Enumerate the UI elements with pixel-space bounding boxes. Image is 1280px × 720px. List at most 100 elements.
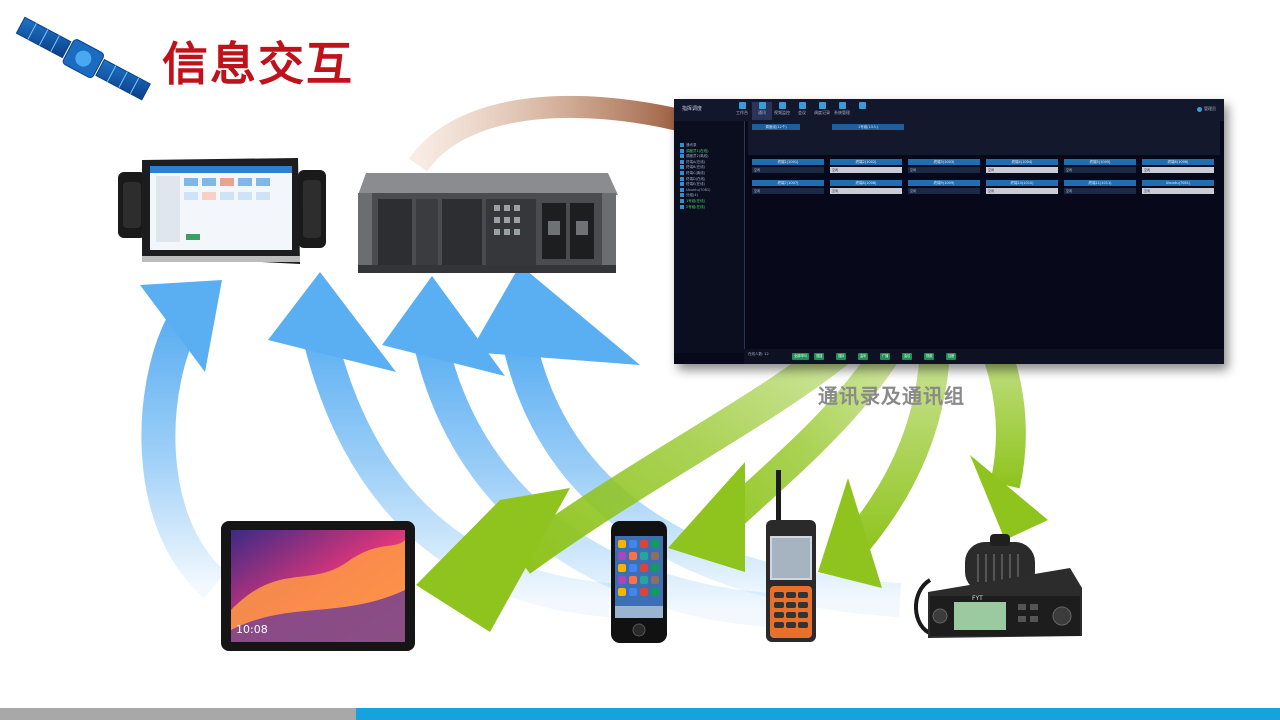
tree-item[interactable]: 通讯录 xyxy=(680,143,697,148)
member-card-title: 终端2(1002) xyxy=(830,159,902,165)
app-icon xyxy=(629,540,637,548)
user-icon xyxy=(759,102,766,109)
action-button[interactable]: 会议 xyxy=(902,353,912,360)
online-count: 在线人数: 12 xyxy=(748,352,769,357)
dispatch-screen: 指挥调度 工作台 通讯 视频监控 会议 调度记录 系统管理 管理员 通讯录调度员… xyxy=(674,99,1224,364)
tab-extra[interactable] xyxy=(852,102,872,120)
handheld-radio xyxy=(762,470,820,644)
action-button[interactable]: 广播 xyxy=(880,353,890,360)
tab-records[interactable]: 调度记录 xyxy=(812,102,832,120)
app-icon xyxy=(629,564,637,572)
app-icon xyxy=(651,588,659,596)
footer-bar-gray xyxy=(0,708,356,720)
group-chip-2[interactable]: 1号组(15人) xyxy=(832,124,904,130)
member-card[interactable]: 终端4(1004)空闲 xyxy=(986,159,1058,174)
app-icon xyxy=(651,576,659,584)
action-button[interactable]: 挂断 xyxy=(946,353,956,360)
action-button[interactable]: 视频 xyxy=(924,353,934,360)
app-icon xyxy=(618,576,626,584)
member-card[interactable]: 终端10(1010) 空闲 xyxy=(986,180,1058,195)
member-card-title: 终端4(1004) xyxy=(986,159,1058,165)
tablet: 10:08 xyxy=(220,520,416,652)
action-button[interactable]: 全部呼叫 xyxy=(792,353,809,360)
link-icon xyxy=(859,102,866,109)
rack-server xyxy=(356,165,618,277)
radio-brand: FYT xyxy=(972,595,983,602)
member-card-status: 空闲 xyxy=(752,188,824,194)
member-card[interactable]: Ubuntu(7081) 空闲 xyxy=(1142,180,1214,195)
footer-bar-blue xyxy=(356,708,1280,720)
doc-icon xyxy=(839,102,846,109)
tree-item[interactable]: 调度员1(在线) xyxy=(680,149,708,154)
member-card[interactable]: 终端7(1007)空闲 xyxy=(752,180,824,195)
app-icon xyxy=(640,552,648,560)
member-card-status: 空闲 xyxy=(752,167,824,173)
member-card-title: 终端9(1009) xyxy=(908,180,980,186)
member-card-title: 终端1(1001) xyxy=(752,159,824,165)
member-card-title: 终端6(1006) xyxy=(1142,159,1214,165)
member-card-status: 空闲 xyxy=(830,188,902,194)
member-card-status: 空闲 xyxy=(830,167,902,173)
tab-comm[interactable]: 通讯 xyxy=(752,102,772,120)
smartphone xyxy=(610,520,668,644)
app-icon xyxy=(651,552,659,560)
member-card-title: 终端11(1011) xyxy=(1064,180,1136,186)
app-icon xyxy=(640,588,648,596)
member-card[interactable]: 终端5(1005) 空闲 xyxy=(1064,159,1136,174)
member-card-status: 空闲 xyxy=(1064,167,1136,173)
app-icon xyxy=(618,540,626,548)
tree-item[interactable]: 2号组(在线) xyxy=(680,205,705,210)
app-icon xyxy=(640,540,648,548)
touchscreen-console xyxy=(116,156,328,266)
tab-workbench[interactable]: 工作台 xyxy=(732,102,752,120)
chat-icon xyxy=(819,102,826,109)
member-card[interactable]: 终端9(1009) 空闲 xyxy=(908,180,980,195)
member-card[interactable]: 终端2(1002) 空闲 xyxy=(830,159,902,174)
app-icon xyxy=(629,552,637,560)
tree-item[interactable]: 分组(4) xyxy=(680,193,698,198)
tree-item[interactable]: 终端B(在线) xyxy=(680,165,705,170)
tree-item[interactable]: 1号组(在线) xyxy=(680,199,705,204)
app-icon xyxy=(651,564,659,572)
member-card-status: 空闲 xyxy=(1064,188,1136,194)
member-card-status: 空闲 xyxy=(986,188,1058,194)
app-icon xyxy=(651,540,659,548)
camera-icon xyxy=(779,102,786,109)
app-icon xyxy=(640,564,648,572)
app-icon xyxy=(640,576,648,584)
tree-item[interactable]: 终端C(离线) xyxy=(680,171,705,176)
action-button[interactable]: 强插 xyxy=(814,353,824,360)
meeting-icon xyxy=(799,102,806,109)
tree-item[interactable]: 调度员2(离线) xyxy=(680,154,708,159)
app-icon xyxy=(618,552,626,560)
group-chip-1[interactable]: 调度组(12个) xyxy=(752,124,800,130)
member-card-title: Ubuntu(7081) xyxy=(1142,180,1214,186)
member-card-title: 终端8(1008) xyxy=(830,180,902,186)
app-icon xyxy=(618,588,626,596)
member-card-title: 终端3(1003) xyxy=(908,159,980,165)
tree-item[interactable]: 终端D(在线) xyxy=(680,177,705,182)
vehicle-radio: FYT xyxy=(910,532,1085,642)
member-card[interactable]: 终端6(1006) 空闲 xyxy=(1142,159,1214,174)
member-card-status: 空闲 xyxy=(1142,167,1214,173)
screen-user[interactable]: 管理员 xyxy=(1197,106,1216,112)
member-card-status: 空闲 xyxy=(1142,188,1214,194)
action-button[interactable]: 强拆 xyxy=(836,353,846,360)
tab-video[interactable]: 视频监控 xyxy=(772,102,792,120)
action-button[interactable]: 监听 xyxy=(858,353,868,360)
app-icon xyxy=(618,564,626,572)
grid-icon xyxy=(739,102,746,109)
member-card[interactable]: 终端11(1011) 空闲 xyxy=(1064,180,1136,195)
member-card-status: 空闲 xyxy=(908,188,980,194)
tablet-clock: 10:08 xyxy=(236,623,268,636)
tab-meeting[interactable]: 会议 xyxy=(792,102,812,120)
app-icon xyxy=(629,588,637,596)
tree-item[interactable]: 终端E(在线) xyxy=(680,182,705,187)
tab-settings[interactable]: 系统管理 xyxy=(832,102,852,120)
member-card[interactable]: 终端3(1003)空闲 xyxy=(908,159,980,174)
contact-tree: 通讯录调度员1(在线)调度员2(离线)终端A(在线)终端B(在线)终端C(离线)… xyxy=(674,121,745,353)
member-card-title: 终端5(1005) xyxy=(1064,159,1136,165)
member-card[interactable]: 终端1(1001) 空闲 xyxy=(752,159,824,174)
member-card[interactable]: 终端8(1008) 空闲 xyxy=(830,180,902,195)
member-card-title: 终端10(1010) xyxy=(986,180,1058,186)
